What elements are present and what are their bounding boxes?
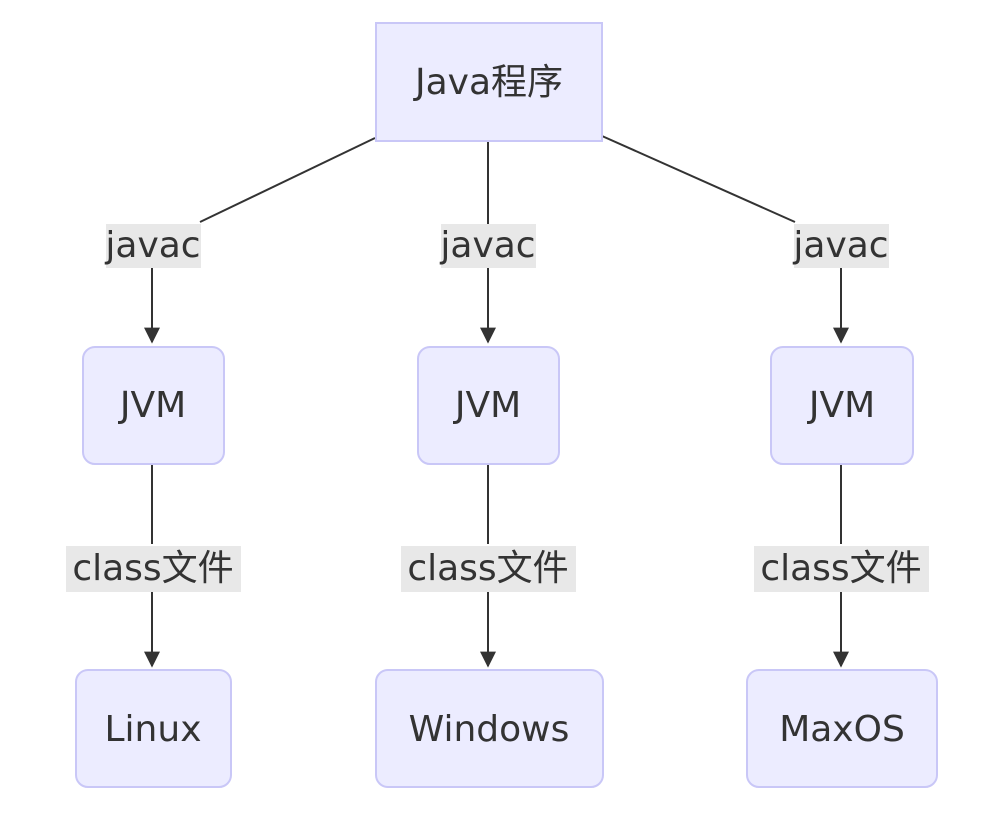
edge-root-to-jvm-maxos	[601, 135, 849, 344]
edge-label-class-mid: class文件	[401, 546, 576, 592]
edge-label-text: javac	[439, 225, 535, 266]
edge-label-javac-right: javac	[792, 224, 889, 268]
node-linux: Linux	[75, 669, 232, 788]
node-windows: Windows	[375, 669, 604, 788]
node-jvm-windows: JVM	[417, 346, 560, 465]
node-label: Java程序	[413, 62, 563, 103]
edge-label-class-left: class文件	[66, 546, 241, 592]
edge-label-javac-left: javac	[104, 224, 201, 268]
edge-label-text: class文件	[407, 548, 568, 589]
node-jvm-linux: JVM	[82, 346, 225, 465]
node-label: Linux	[105, 709, 202, 750]
node-label: Windows	[409, 709, 570, 750]
node-jvm-maxos: JVM	[770, 346, 914, 465]
node-maxos: MaxOS	[746, 669, 938, 788]
node-label: JVM	[453, 385, 521, 426]
edge-label-text: javac	[104, 225, 200, 266]
node-label: JVM	[118, 385, 186, 426]
edge-label-class-right: class文件	[754, 546, 929, 592]
edge-label-javac-mid: javac	[439, 224, 536, 268]
node-label: JVM	[807, 385, 875, 426]
edge-label-text: class文件	[72, 548, 233, 589]
edge-label-text: class文件	[760, 548, 921, 589]
node-java-program: Java程序	[375, 22, 603, 142]
edge-root-to-jvm-linux	[144, 137, 376, 344]
node-label: MaxOS	[779, 709, 905, 750]
edge-label-text: javac	[792, 225, 888, 266]
